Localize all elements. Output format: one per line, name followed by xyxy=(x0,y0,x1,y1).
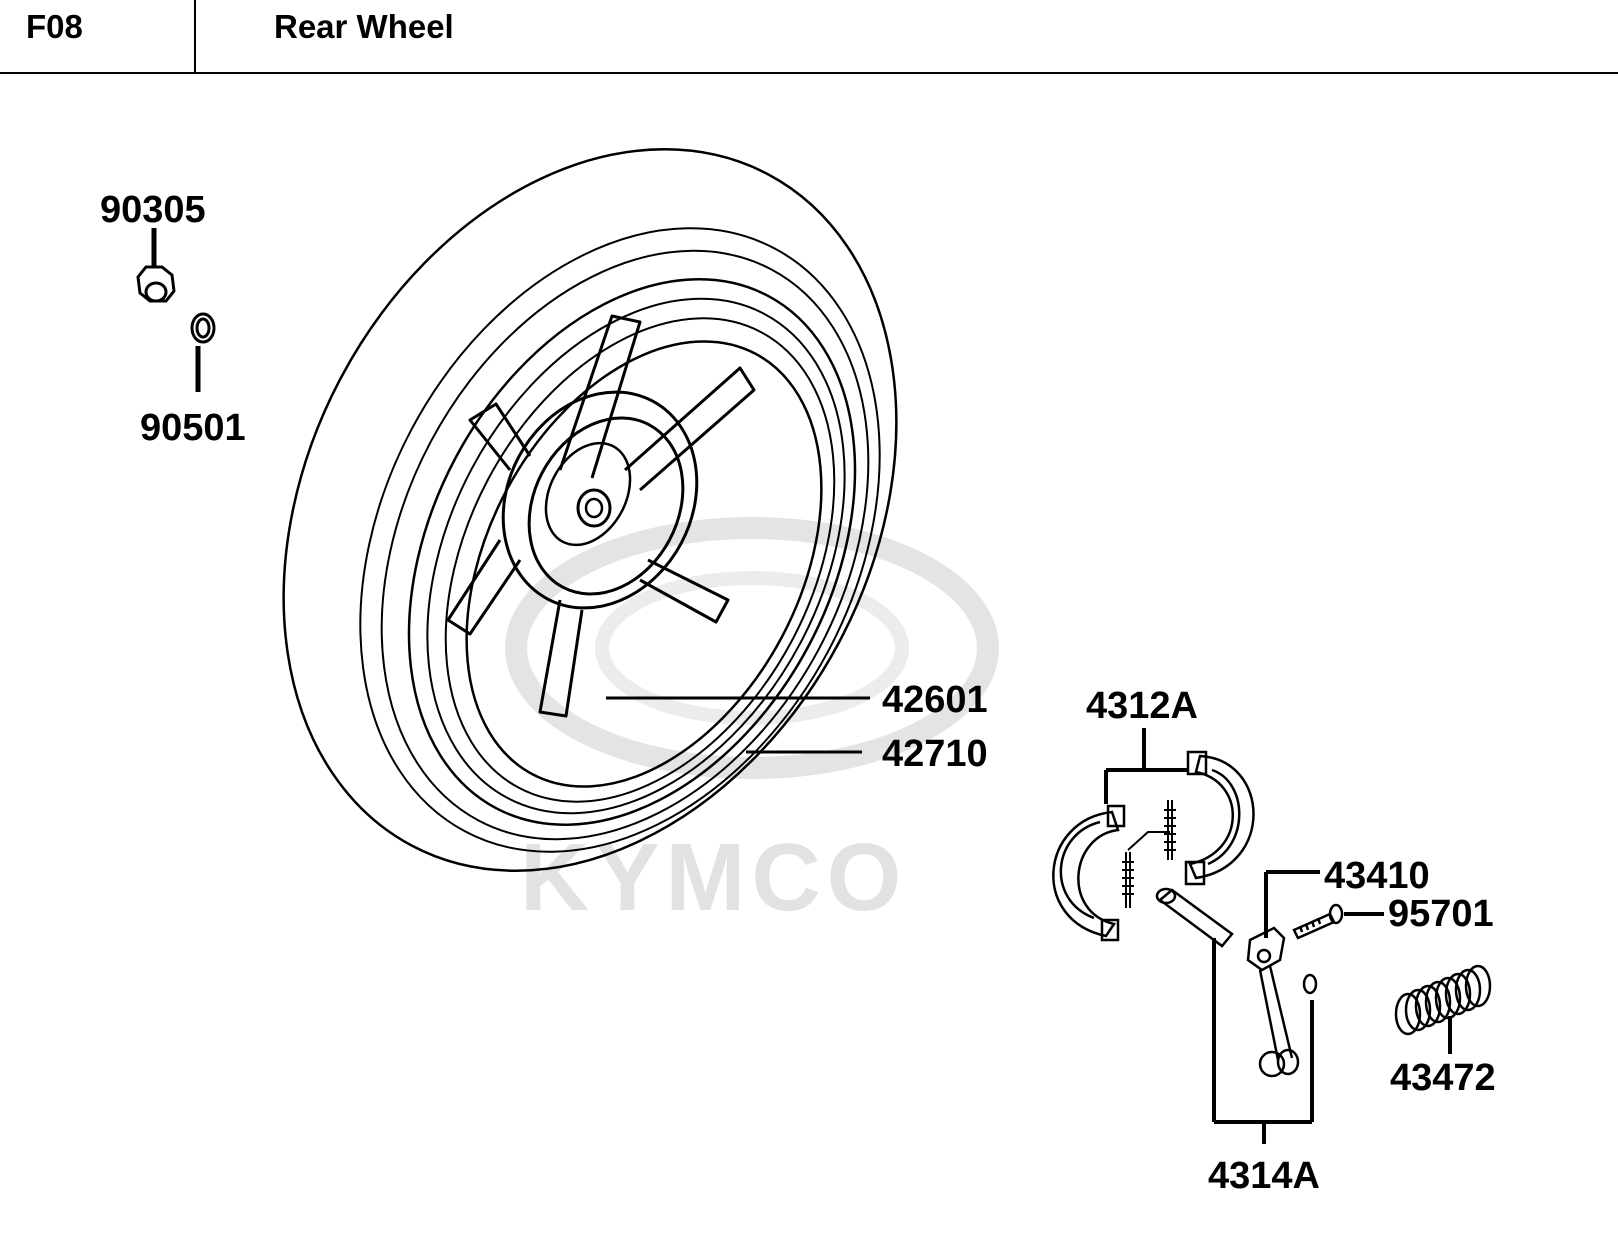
brake-spring-icon xyxy=(1122,800,1176,908)
brake-shoe-left-icon xyxy=(1052,804,1126,942)
kymco-watermark: KYMCO xyxy=(505,517,999,931)
section-code: F08 xyxy=(26,8,83,45)
part-label-4314A: 4314A xyxy=(1208,1155,1320,1197)
circlip-icon xyxy=(1302,973,1318,995)
header-bar: F08 Rear Wheel xyxy=(0,0,1618,74)
rear-wheel-icon xyxy=(282,148,898,872)
brake-cam-icon xyxy=(1155,887,1234,948)
watermark-text: KYMCO xyxy=(520,824,907,931)
part-label-42601: 42601 xyxy=(882,679,988,721)
header-divider xyxy=(194,0,196,74)
page-title: Rear Wheel xyxy=(274,8,454,45)
part-label-90305: 90305 xyxy=(100,189,206,231)
part-label-43410: 43410 xyxy=(1324,855,1430,897)
part-label-4312A: 4312A xyxy=(1086,685,1198,727)
leader-4312A-bracket xyxy=(1104,728,1188,804)
bolt-icon xyxy=(1292,903,1344,940)
return-spring-icon xyxy=(1394,964,1492,1036)
leader-43410 xyxy=(1264,870,1320,938)
part-label-95701: 95701 xyxy=(1388,893,1494,935)
part-label-42710: 42710 xyxy=(882,733,988,775)
brake-arm-icon xyxy=(1246,926,1300,1078)
nut-icon xyxy=(136,265,176,303)
washer-icon xyxy=(190,312,216,344)
part-label-90501: 90501 xyxy=(140,407,246,449)
brake-shoe-right-icon xyxy=(1184,750,1255,886)
part-label-43472: 43472 xyxy=(1390,1057,1496,1099)
leader-4314A-bracket xyxy=(1212,938,1314,1144)
